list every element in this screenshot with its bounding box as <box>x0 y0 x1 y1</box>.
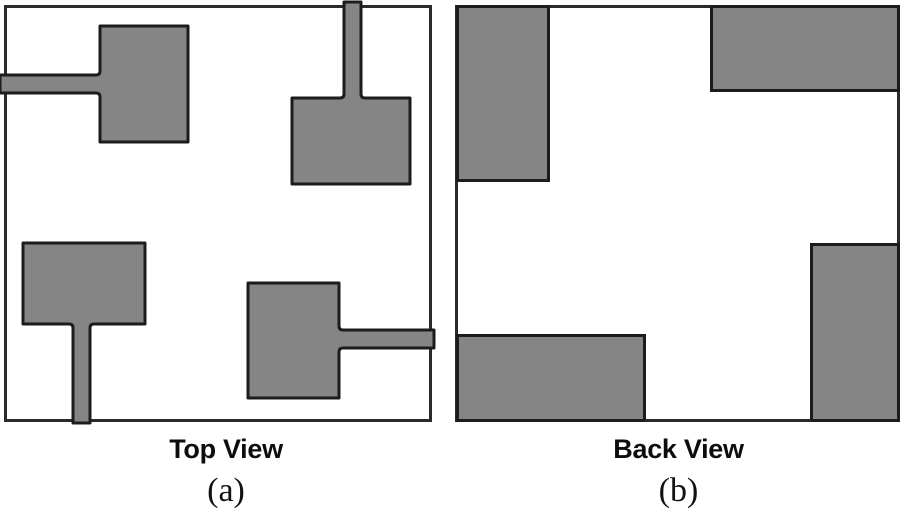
substrate-outline-top-view <box>4 5 432 422</box>
panel-top-view <box>0 0 452 440</box>
patch-bottom-right <box>246 281 436 400</box>
back-view-drawing <box>455 5 900 422</box>
caption-top-view: Top View (a) <box>0 432 452 512</box>
top-view-title: Top View <box>169 434 283 464</box>
patch-top-right <box>290 0 412 186</box>
top-view-drawing <box>0 0 436 425</box>
patch-top-left-group <box>0 24 190 144</box>
ground-block-bottom-left <box>456 334 646 422</box>
patch-top-left <box>0 24 190 144</box>
panel-back-view <box>452 0 905 440</box>
subfigure-label-a: (a) <box>207 472 245 509</box>
patch-bottom-right-group <box>246 281 436 400</box>
back-view-title: Back View <box>613 434 744 464</box>
ground-block-top-left <box>456 5 550 182</box>
patch-top-right-group <box>290 0 412 186</box>
subfigure-label-b: (b) <box>658 472 699 509</box>
caption-back-view: Back View (b) <box>452 432 905 512</box>
ground-block-top-right <box>710 5 900 92</box>
patch-bottom-left <box>21 241 147 425</box>
ground-block-bottom-right <box>810 243 900 422</box>
patch-bottom-left-group <box>21 241 147 425</box>
